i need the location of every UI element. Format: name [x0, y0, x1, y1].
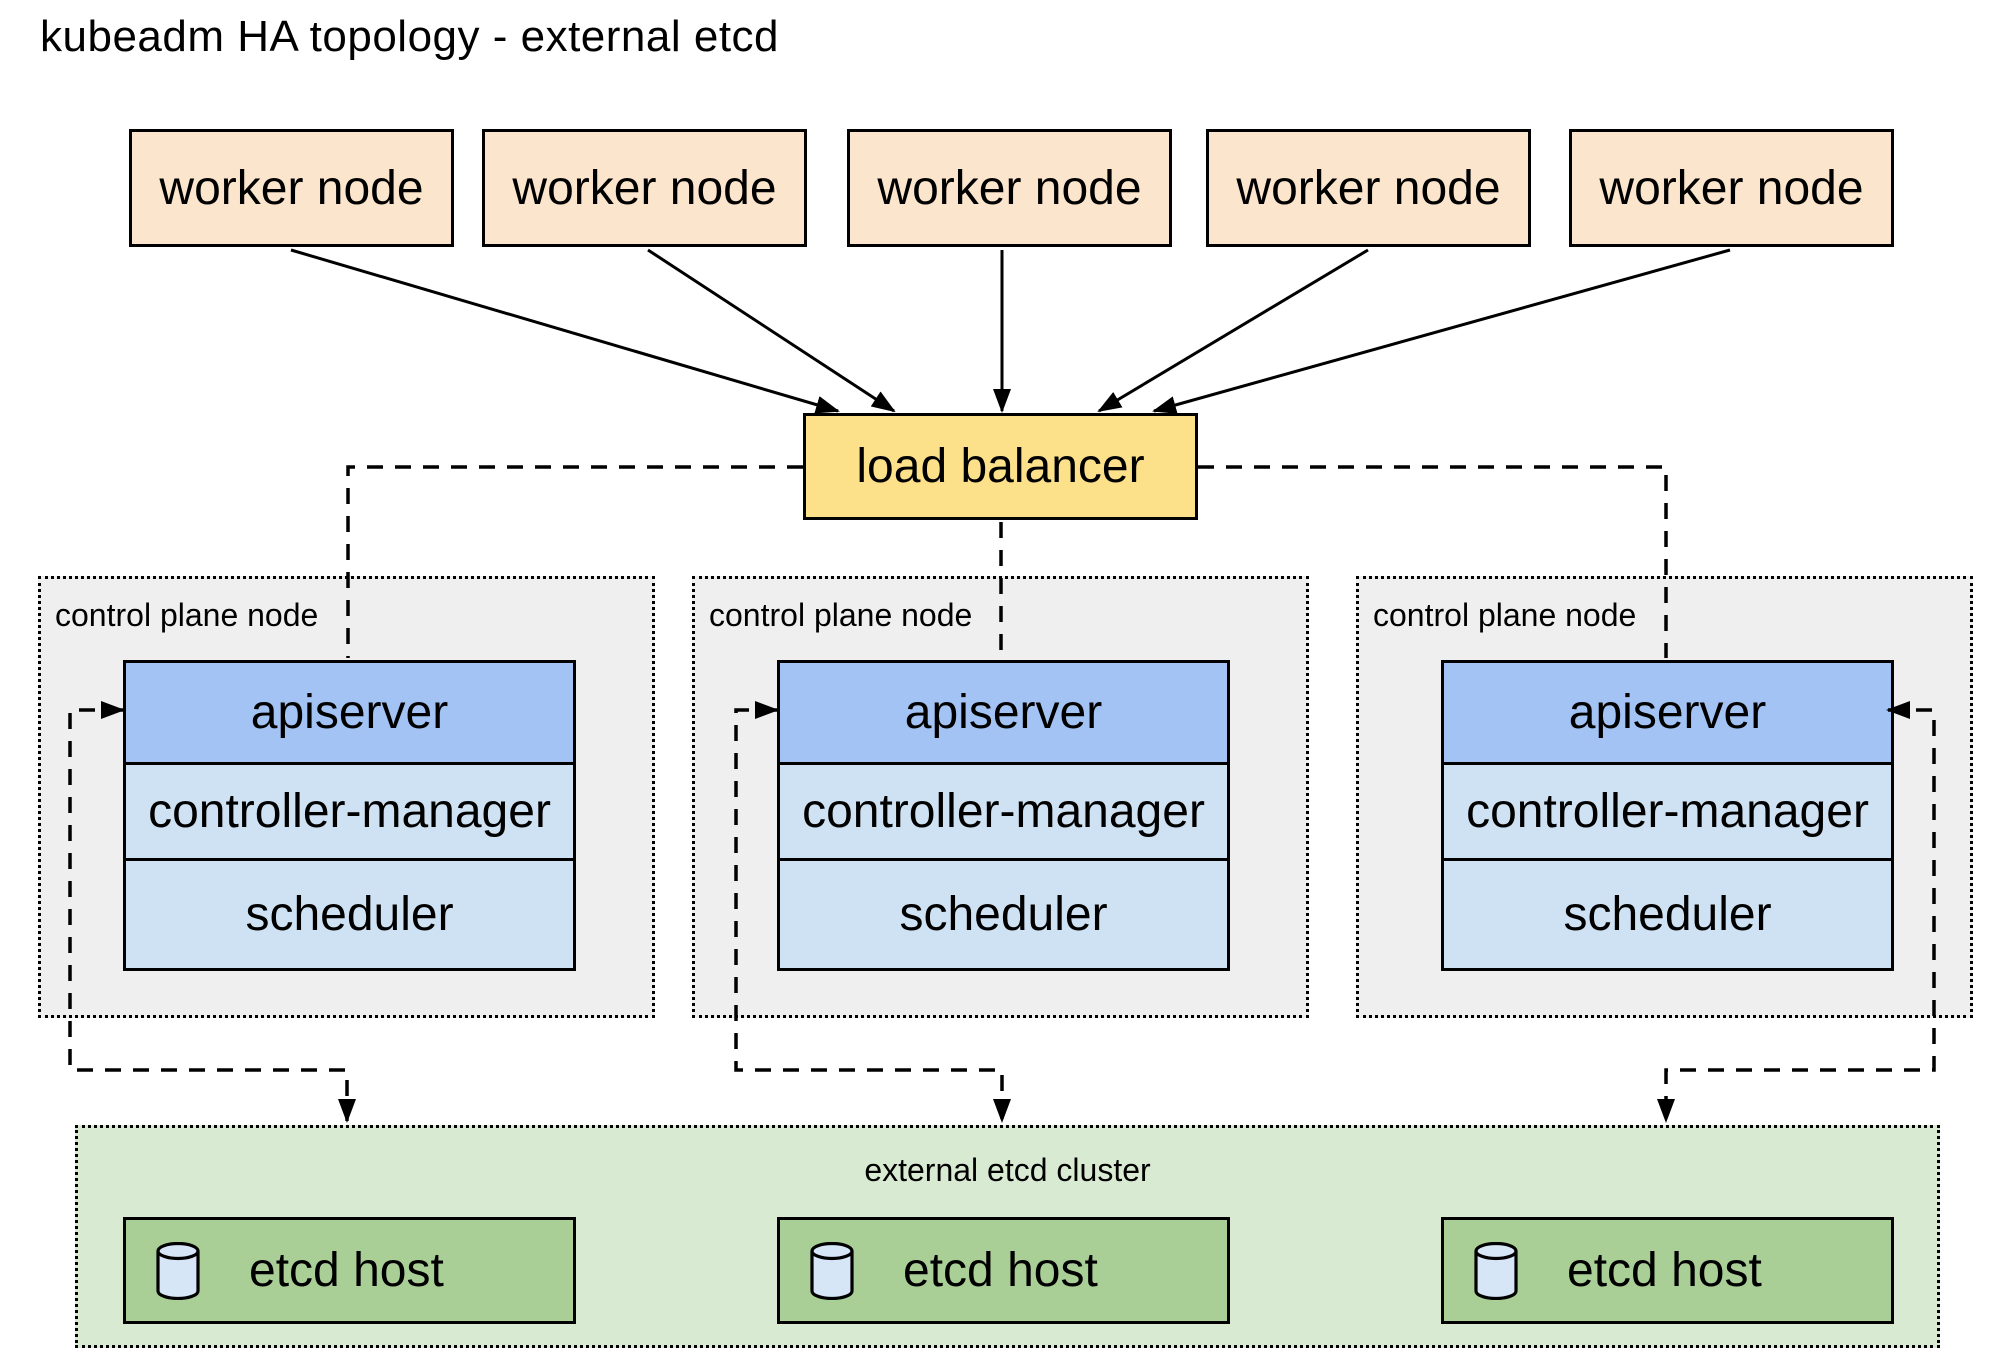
worker-node-label: worker node: [512, 161, 777, 215]
scheduler-box: scheduler: [1441, 858, 1894, 971]
apiserver-box: apiserver: [777, 660, 1230, 765]
worker-node-box: worker node: [129, 129, 454, 247]
control-plane-node-group: control plane node apiserver controller-…: [1356, 576, 1973, 1018]
scheduler-box: scheduler: [123, 858, 576, 971]
page-title: kubeadm HA topology - external etcd: [40, 12, 780, 61]
load-balancer-label: load balancer: [856, 440, 1145, 493]
worker-node-label: worker node: [1236, 161, 1501, 215]
controller-manager-box: controller-manager: [1441, 762, 1894, 861]
controller-manager-box: controller-manager: [777, 762, 1230, 861]
load-balancer-box: load balancer: [803, 413, 1198, 520]
worker-node-box: worker node: [847, 129, 1172, 247]
external-etcd-cluster-label: external etcd cluster: [864, 1152, 1151, 1188]
control-plane-node-group: control plane node apiserver controller-…: [692, 576, 1309, 1018]
control-plane-stack: apiserver controller-manager scheduler: [123, 660, 576, 971]
etcd-host-label: etcd host: [903, 1244, 1098, 1297]
etcd-host-box: etcd host: [777, 1217, 1230, 1324]
worker-node-box: worker node: [1206, 129, 1531, 247]
worker-node-label: worker node: [877, 161, 1142, 215]
worker-to-lb-arrow: [1152, 248, 1731, 414]
etcd-host-box: etcd host: [123, 1217, 576, 1324]
controller-manager-box: controller-manager: [123, 762, 576, 861]
control-plane-stack: apiserver controller-manager scheduler: [1441, 660, 1894, 971]
worker-to-lb-arrow: [290, 248, 840, 414]
database-cylinder-icon: [156, 1242, 200, 1300]
control-plane-node-label: control plane node: [1373, 597, 1637, 633]
control-plane-node-group: control plane node apiserver controller-…: [38, 576, 655, 1018]
control-plane-node-label: control plane node: [55, 597, 319, 633]
etcd-host-label: etcd host: [249, 1244, 444, 1297]
control-plane-stack: apiserver controller-manager scheduler: [777, 660, 1230, 971]
etcd-host-box: etcd host: [1441, 1217, 1894, 1324]
scheduler-box: scheduler: [777, 858, 1230, 971]
worker-node-label: worker node: [1599, 161, 1864, 215]
apiserver-box: apiserver: [123, 660, 576, 765]
worker-to-lb-arrow: [647, 248, 896, 413]
apiserver-box: apiserver: [1441, 660, 1894, 765]
database-cylinder-icon: [1474, 1242, 1518, 1300]
worker-node-box: worker node: [482, 129, 807, 247]
worker-node-box: worker node: [1569, 129, 1894, 247]
etcd-host-label: etcd host: [1567, 1244, 1762, 1297]
control-plane-node-label: control plane node: [709, 597, 973, 633]
database-cylinder-icon: [810, 1242, 854, 1300]
worker-node-label: worker node: [159, 161, 424, 215]
worker-to-lb-arrow: [1097, 248, 1369, 413]
external-etcd-cluster-group: external etcd cluster etcd host etcd hos…: [75, 1125, 1940, 1348]
